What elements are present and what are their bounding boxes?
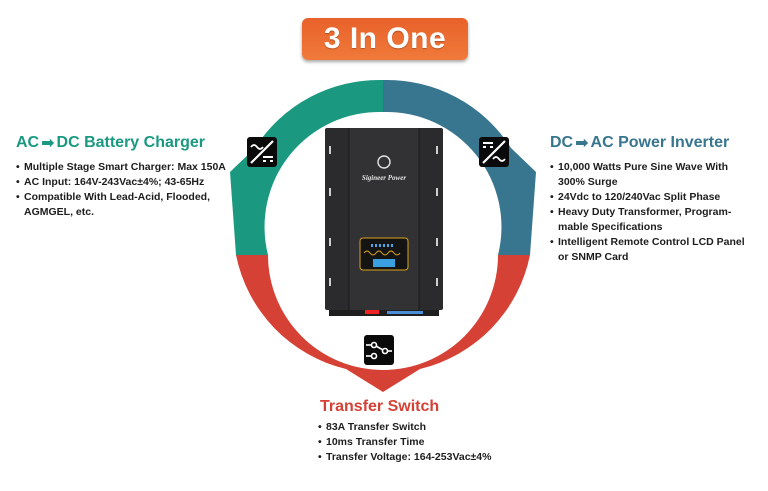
list-item: Compatible With Lead-Acid, Flooded, AGMG… xyxy=(16,190,238,220)
transfer-title: Transfer Switch xyxy=(320,398,440,415)
brand-name: Sigineer Power xyxy=(362,174,406,182)
transfer-bullets: 83A Transfer Switch 10ms Transfer Time T… xyxy=(318,420,538,465)
charger-ring-segment xyxy=(230,79,383,255)
list-item: Heavy Duty Transformer, Program-mable Sp… xyxy=(550,205,750,235)
list-item: Intelligent Remote Control LCD Panel or … xyxy=(550,235,750,265)
list-item: Multiple Stage Smart Charger: Max 150A xyxy=(16,160,238,175)
brand-logo-icon xyxy=(377,155,391,169)
inverter-bullets: 10,000 Watts Pure Sine Wave With 300% Su… xyxy=(550,160,750,265)
arrow-right-icon: ➡ xyxy=(575,135,589,152)
charger-title: AC ➡ DC Battery Charger xyxy=(16,134,205,152)
title-badge: 3 In One xyxy=(302,18,468,60)
list-item: 83A Transfer Switch xyxy=(318,420,538,435)
transfer-ring-segment xyxy=(236,255,530,392)
page-title: 3 In One xyxy=(323,22,447,55)
inverter-title: DC ➡ AC Power Inverter xyxy=(550,134,730,152)
list-item: AC Input: 164V-243Vac±4%; 43-65Hz xyxy=(16,175,238,190)
arrow-right-icon: ➡ xyxy=(41,135,55,152)
list-item: 10,000 Watts Pure Sine Wave With 300% Su… xyxy=(550,160,750,190)
transfer-switch-icon xyxy=(364,335,394,365)
inverter-ring-segment xyxy=(383,79,536,255)
charger-bullets: Multiple Stage Smart Charger: Max 150A A… xyxy=(16,160,238,220)
dc-to-ac-icon xyxy=(479,137,509,167)
list-item: 24Vdc to 120/240Vac Split Phase xyxy=(550,190,750,205)
inverter-device-image: Sigineer Power xyxy=(325,128,443,316)
list-item: Transfer Voltage: 164-253Vac±4% xyxy=(318,450,538,465)
list-item: 10ms Transfer Time xyxy=(318,435,538,450)
ac-to-dc-icon xyxy=(247,137,277,167)
